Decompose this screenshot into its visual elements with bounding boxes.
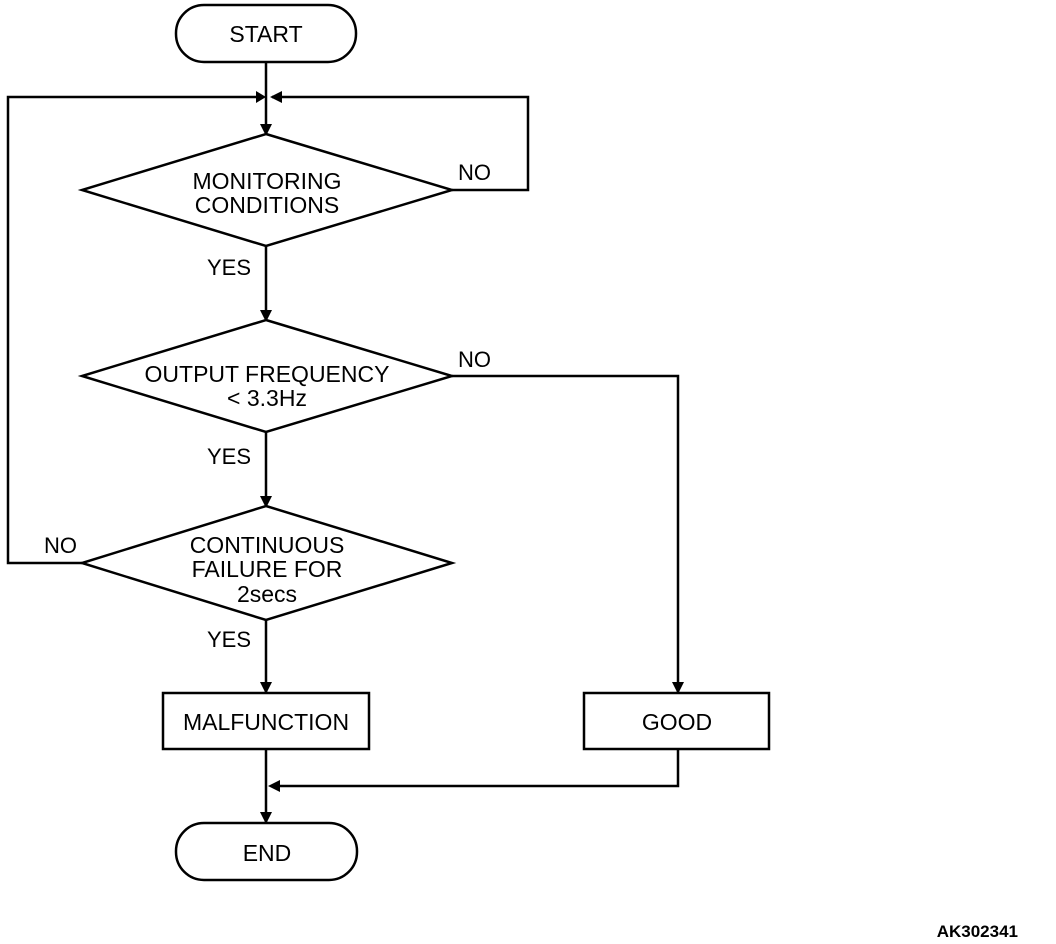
- monitoring-label-line2: CONDITIONS: [195, 192, 339, 218]
- monitoring-label-line1: MONITORING: [192, 168, 341, 194]
- failure-label-line3: 2secs: [237, 581, 297, 607]
- end-label: END: [243, 840, 292, 866]
- connectors: [6, 62, 680, 822]
- arrowhead-end-merge: [268, 780, 280, 792]
- start-label: START: [229, 21, 302, 47]
- failure-label-line2: FAILURE FOR: [192, 556, 343, 582]
- frequency-label-line1: OUTPUT FREQUENCY: [145, 361, 390, 387]
- connector-failure-no-loop: [6, 95, 260, 565]
- connector-frequency-no: [452, 374, 680, 692]
- monitoring-yes-label: YES: [207, 255, 251, 280]
- arrowhead-end-entry: [260, 812, 272, 824]
- arrowhead-monitoring-entry: [260, 124, 272, 136]
- arrowhead-good-entry: [672, 682, 684, 694]
- process-good: GOOD: [582, 691, 771, 751]
- arrowhead-failure-entry: [260, 496, 272, 508]
- start-terminal: START: [174, 3, 358, 64]
- end-terminal: END: [174, 821, 359, 882]
- arrowhead-merge-right: [270, 91, 282, 103]
- connector-good-to-end: [274, 749, 680, 788]
- decision-monitoring-conditions: MONITORING CONDITIONS: [77, 132, 457, 248]
- branch-labels: NO YES NO YES NO YES: [44, 160, 491, 652]
- good-label: GOOD: [642, 709, 712, 735]
- decision-continuous-failure: CONTINUOUS FAILURE FOR 2secs: [77, 504, 457, 622]
- process-malfunction: MALFUNCTION: [161, 691, 371, 751]
- monitoring-no-label: NO: [458, 160, 491, 185]
- malfunction-label: MALFUNCTION: [183, 709, 349, 735]
- frequency-label-line2: < 3.3Hz: [227, 385, 307, 411]
- failure-label-line1: CONTINUOUS: [190, 532, 345, 558]
- connector-monitoring-no-loop: [272, 95, 530, 192]
- frequency-no-label: NO: [458, 347, 491, 372]
- failure-no-label: NO: [44, 533, 77, 558]
- reference-code: AK302341: [937, 922, 1018, 941]
- arrowhead-merge-left: [256, 91, 266, 103]
- arrowhead-frequency-entry: [260, 310, 272, 322]
- frequency-yes-label: YES: [207, 444, 251, 469]
- failure-yes-label: YES: [207, 627, 251, 652]
- arrowhead-malfunction-entry: [260, 682, 272, 694]
- arrowheads: [256, 91, 684, 824]
- decision-output-frequency: OUTPUT FREQUENCY < 3.3Hz: [77, 318, 457, 434]
